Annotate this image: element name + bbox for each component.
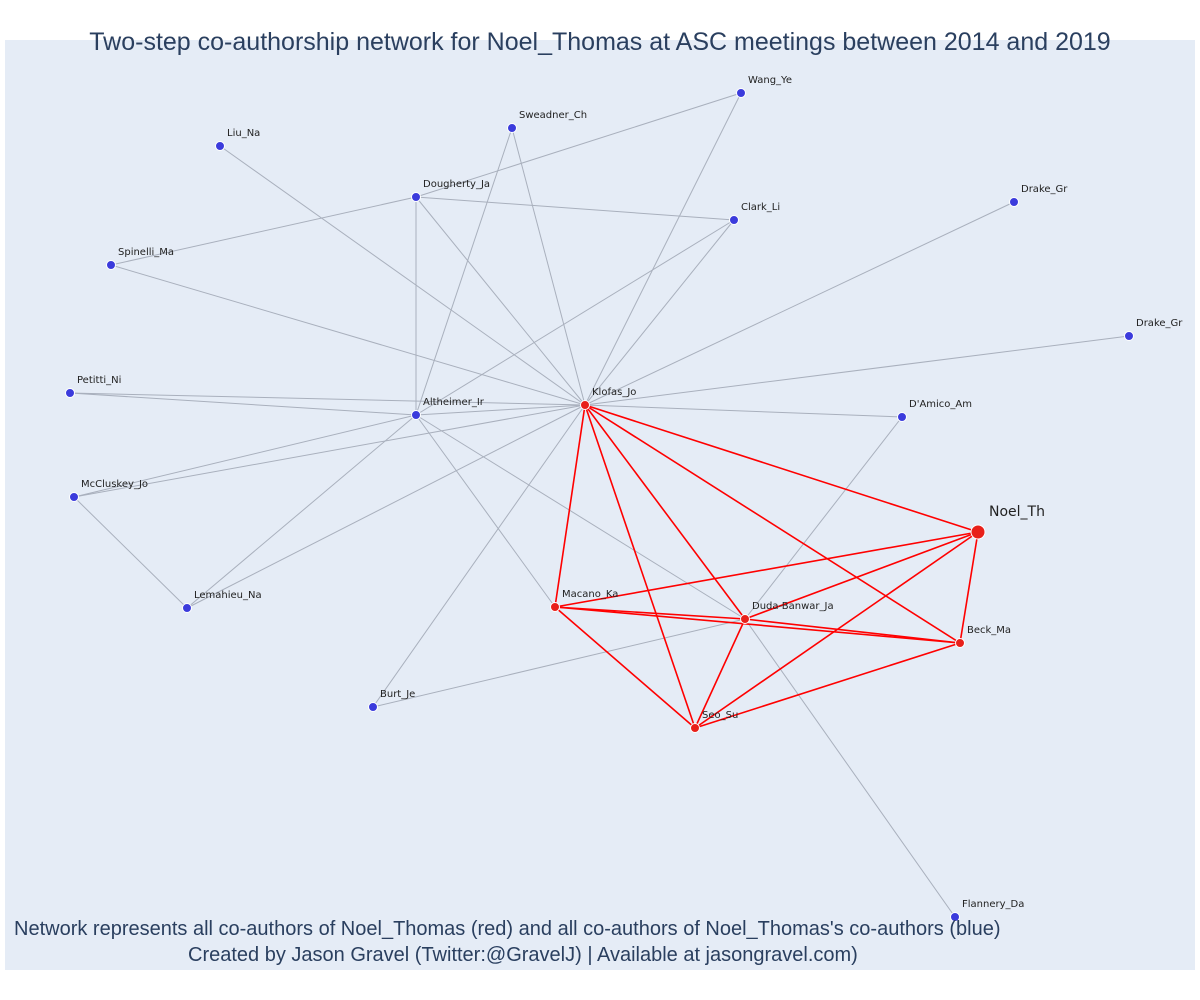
node-label-wang: Wang_Ye xyxy=(748,75,792,86)
node-noel[interactable] xyxy=(970,524,986,540)
node-duda[interactable] xyxy=(740,614,750,624)
node-label-damico: D'Amico_Am xyxy=(909,399,972,410)
nodes xyxy=(65,88,1134,922)
node-label-spinelli: Spinelli_Ma xyxy=(118,247,174,258)
node-burt[interactable] xyxy=(368,702,378,712)
edge-second-degree xyxy=(110,264,586,406)
node-spinelli[interactable] xyxy=(106,260,116,270)
node-dougherty[interactable] xyxy=(411,192,421,202)
node-wang[interactable] xyxy=(736,88,746,98)
edge-second-degree xyxy=(584,335,1130,406)
chart-title: Two-step co-authorship network for Noel_… xyxy=(89,28,1111,56)
node-altheimer[interactable] xyxy=(411,410,421,420)
edge-second-degree xyxy=(744,618,956,918)
edge-second-degree xyxy=(110,196,417,266)
node-label-beck: Beck_Ma xyxy=(967,625,1011,636)
edge-second-degree xyxy=(744,416,903,620)
edge-first-degree xyxy=(694,642,961,729)
node-mccluskey[interactable] xyxy=(69,492,79,502)
node-label-burt: Burt_Je xyxy=(380,689,415,700)
caption-line-2: Created by Jason Gravel (Twitter:@Gravel… xyxy=(188,944,858,966)
edge-first-degree xyxy=(584,404,746,620)
node-sweadner[interactable] xyxy=(507,123,517,133)
edge-second-degree xyxy=(69,392,417,416)
edge-second-degree xyxy=(584,404,903,418)
node-seo[interactable] xyxy=(690,723,700,733)
edge-second-degree xyxy=(584,219,735,406)
edge-second-degree xyxy=(73,414,417,498)
node-drake1[interactable] xyxy=(1009,197,1019,207)
edge-second-degree xyxy=(584,92,742,406)
node-label-duda: Duda-Banwar_Ja xyxy=(752,601,834,612)
edge-first-degree xyxy=(959,531,979,644)
node-label-drake1: Drake_Gr xyxy=(1021,184,1068,195)
node-label-drake2: Drake_Gr xyxy=(1136,318,1183,329)
node-macano[interactable] xyxy=(550,602,560,612)
edge-second-degree xyxy=(415,414,556,608)
edge-first-degree xyxy=(744,618,961,644)
edge-first-degree xyxy=(554,404,586,608)
node-klofas[interactable] xyxy=(580,400,590,410)
edge-second-degree xyxy=(73,496,188,609)
edges-first-degree xyxy=(554,404,979,729)
edge-first-degree xyxy=(584,404,979,533)
node-label-klofas: Klofas_Jo xyxy=(592,387,636,398)
caption-line-1: Network represents all co-authors of Noe… xyxy=(14,918,1001,940)
edge-second-degree xyxy=(415,196,735,221)
edge-second-degree xyxy=(415,127,513,416)
node-beck[interactable] xyxy=(955,638,965,648)
node-label-macano: Macano_Ka xyxy=(562,589,618,600)
node-flannery[interactable] xyxy=(950,912,960,922)
edge-second-degree xyxy=(584,201,1015,406)
node-label-altheimer: Altheimer_Ir xyxy=(423,397,485,408)
edges-second-degree xyxy=(69,92,1130,918)
edge-first-degree xyxy=(694,531,979,729)
edge-second-degree xyxy=(415,92,742,198)
edge-first-degree xyxy=(554,606,961,644)
edge-first-degree xyxy=(744,531,979,620)
edge-second-degree xyxy=(415,414,746,620)
edge-first-degree xyxy=(584,404,961,644)
node-clark[interactable] xyxy=(729,215,739,225)
edge-second-degree xyxy=(186,414,417,609)
edge-second-degree xyxy=(372,404,586,708)
node-label-dougherty: Dougherty_Ja xyxy=(423,179,490,190)
edge-first-degree xyxy=(554,606,746,620)
node-label-sweadner: Sweadner_Ch xyxy=(519,110,587,121)
edge-first-degree xyxy=(584,404,696,729)
node-label-noel: Noel_Th xyxy=(989,504,1045,520)
edge-second-degree xyxy=(415,404,586,416)
edge-second-degree xyxy=(372,618,746,708)
node-label-flannery: Flannery_Da xyxy=(962,899,1024,910)
edge-second-degree xyxy=(186,404,586,609)
edge-first-degree xyxy=(694,618,746,729)
node-drake2[interactable] xyxy=(1124,331,1134,341)
edge-first-degree xyxy=(554,606,696,729)
edge-second-degree xyxy=(415,219,735,416)
node-damico[interactable] xyxy=(897,412,907,422)
edge-second-degree xyxy=(73,404,586,498)
edge-second-degree xyxy=(415,196,586,406)
node-label-lemahieu: Lemahieu_Na xyxy=(194,590,262,601)
node-label-mccluskey: McCluskey_Jo xyxy=(81,479,148,490)
node-label-liu: Liu_Na xyxy=(227,128,260,139)
node-lemahieu[interactable] xyxy=(182,603,192,613)
node-label-clark: Clark_Li xyxy=(741,202,780,213)
node-label-seo: Seo_Su xyxy=(702,710,738,721)
plot-area xyxy=(5,40,1195,970)
node-label-petitti: Petitti_Ni xyxy=(77,375,121,386)
edge-second-degree xyxy=(511,127,586,406)
node-petitti[interactable] xyxy=(65,388,75,398)
edge-second-degree xyxy=(69,392,586,406)
edge-first-degree xyxy=(554,531,979,608)
node-liu[interactable] xyxy=(215,141,225,151)
edge-second-degree xyxy=(219,145,586,406)
node-labels: Noel_Th Klofas_JoMacano_KaDuda-Banwar_JaB… xyxy=(77,75,1183,910)
